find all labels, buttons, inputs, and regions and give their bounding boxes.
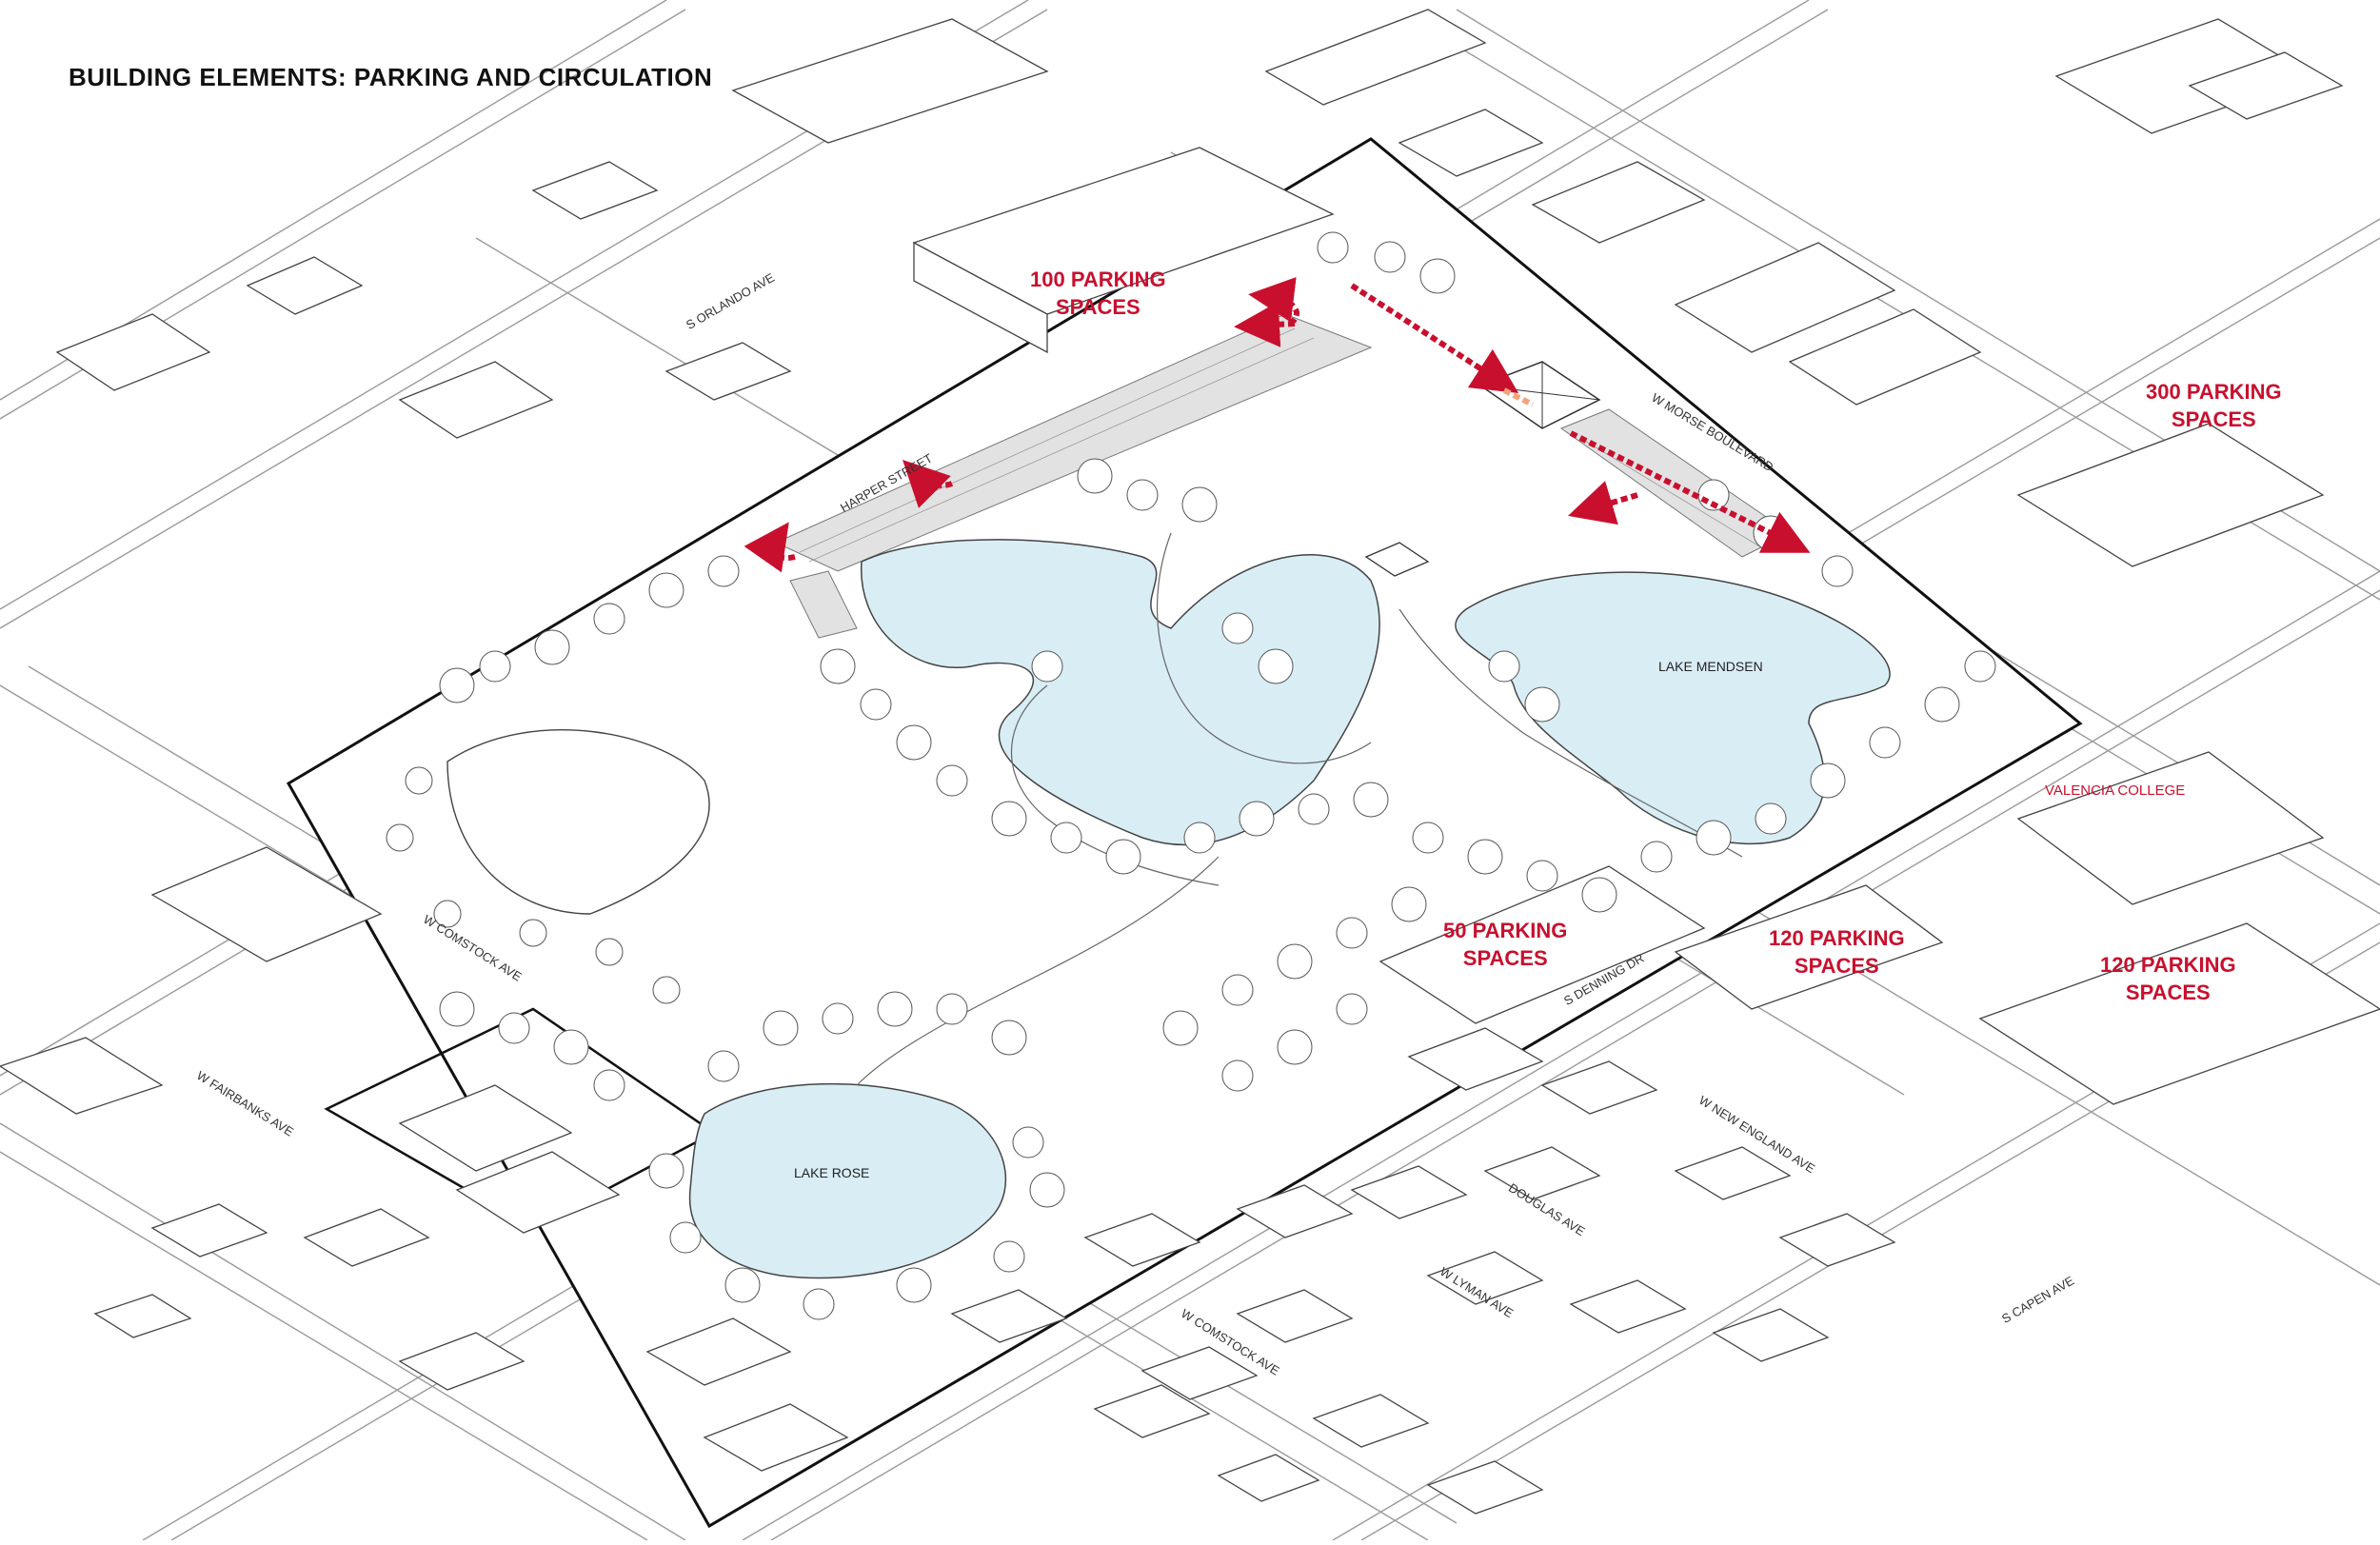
building	[303, 1208, 430, 1267]
building	[1378, 865, 1706, 1024]
parking-label-line1: 100 PARKING	[1030, 267, 1166, 291]
lake-west	[861, 539, 1380, 846]
building	[1083, 1213, 1201, 1267]
diagram-title: BUILDING ELEMENTS: PARKING AND CIRCULATI…	[69, 63, 713, 91]
building	[1093, 1384, 1211, 1438]
building	[1674, 1146, 1792, 1200]
building	[1712, 1308, 1830, 1362]
building	[731, 18, 1049, 144]
arrow-harper-lot	[1234, 301, 1296, 347]
circulation-arrows	[744, 277, 1811, 573]
building	[246, 256, 364, 315]
building	[0, 1037, 164, 1115]
building	[398, 1332, 526, 1391]
building	[398, 1084, 573, 1172]
building	[55, 313, 211, 391]
building	[1674, 884, 1944, 1010]
parking-label-120-west: 120 PARKING SPACES	[1769, 925, 1905, 980]
building	[93, 1294, 192, 1338]
building	[1140, 1346, 1259, 1400]
arrow-morse-lot	[1569, 430, 1811, 553]
parking-label-line1: 300 PARKING	[2146, 380, 2282, 404]
building	[1788, 308, 1982, 406]
parking-label-100: 100 PARKING SPACES	[1030, 267, 1166, 321]
arrow-pavilion	[1502, 387, 1535, 407]
building	[398, 361, 554, 439]
building	[1531, 161, 1706, 244]
building	[645, 1317, 792, 1386]
parking-label-line2: SPACES	[1055, 294, 1140, 319]
parking-label-line1: 120 PARKING	[2100, 953, 2236, 977]
valencia-college-label: VALENCIA COLLEGE	[2045, 782, 2186, 799]
parking-label-line2: SPACES	[1462, 945, 1548, 970]
building	[1217, 1454, 1320, 1502]
building	[2188, 51, 2344, 120]
building	[1264, 9, 1487, 106]
building	[150, 1203, 268, 1258]
building	[1978, 922, 2380, 1105]
lake-mendsen-label: LAKE MENDSEN	[1658, 659, 1763, 674]
building	[1398, 109, 1544, 177]
parking-label-line2: SPACES	[1794, 953, 1879, 978]
building	[1236, 1184, 1354, 1238]
parking-label-120-east: 120 PARKING SPACES	[2100, 952, 2236, 1006]
building	[1674, 242, 1896, 353]
building	[2016, 423, 2325, 567]
parking-label-line1: 50 PARKING	[1443, 919, 1568, 942]
building	[150, 846, 383, 962]
building	[1407, 1027, 1544, 1091]
buildings	[0, 9, 2380, 1515]
arrow-harper-west	[744, 522, 796, 573]
building	[1778, 1213, 1896, 1267]
arrow-harper-mid	[902, 460, 954, 508]
building	[1483, 1146, 1601, 1200]
lakes	[688, 539, 1891, 1279]
building	[1426, 1460, 1544, 1515]
parking-label-line1: 120 PARKING	[1769, 926, 1905, 950]
lake-rose	[688, 1082, 1007, 1279]
building	[703, 1403, 849, 1472]
building	[1350, 1165, 1468, 1219]
building	[913, 241, 1048, 354]
ballfield	[446, 729, 710, 915]
building	[1236, 1289, 1354, 1343]
building	[950, 1289, 1068, 1343]
parking-lot-west	[789, 570, 858, 639]
building	[455, 1151, 621, 1234]
building	[1569, 1279, 1687, 1334]
park-paths	[856, 532, 1743, 1086]
building	[1540, 1060, 1658, 1115]
dock-structure	[1364, 542, 1430, 577]
lake-rose-label: LAKE ROSE	[794, 1165, 870, 1180]
building	[2016, 751, 2325, 905]
building	[664, 342, 792, 401]
arrow-morse-spur	[1568, 481, 1638, 525]
building	[1426, 1251, 1544, 1305]
parking-label-line2: SPACES	[2125, 980, 2211, 1004]
building	[1312, 1394, 1430, 1448]
parking-label-300: 300 PARKING SPACES	[2146, 379, 2282, 433]
parking-label-line2: SPACES	[2171, 406, 2256, 431]
building	[531, 161, 659, 220]
tree-canopy	[386, 231, 1996, 1320]
parking-label-50: 50 PARKING SPACES	[1443, 918, 1567, 972]
arrow-morse-entry	[1350, 283, 1519, 394]
